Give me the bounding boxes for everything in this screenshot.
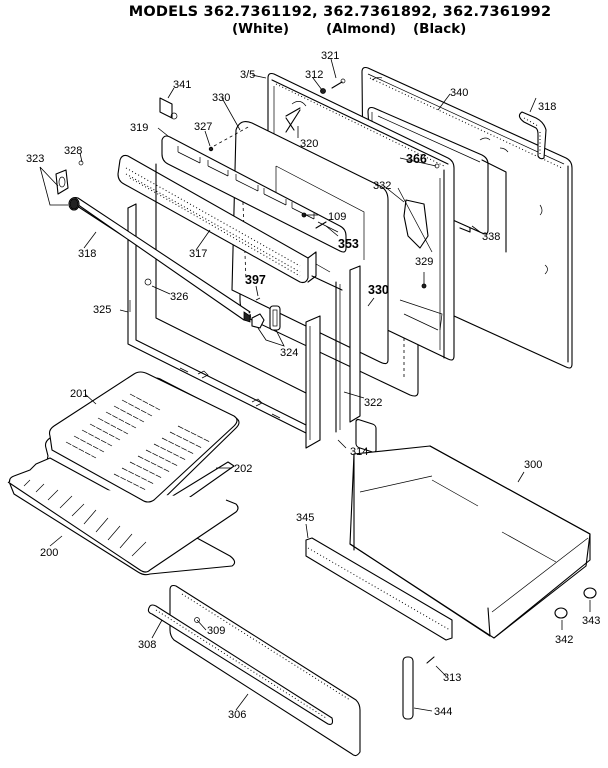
callout-201: 201 [70, 388, 88, 400]
callout-338: 338 [482, 231, 500, 243]
callout-324: 324 [280, 347, 298, 359]
leader-lines [39, 58, 591, 712]
callout-366: 366 [406, 152, 427, 166]
variant-black: (Black) [413, 21, 467, 37]
callout-397: 397 [245, 273, 266, 287]
part-handle-end [518, 111, 547, 160]
part-drawer-handle [147, 604, 334, 725]
part-knob-bracket [144, 278, 281, 331]
callout-312: 312 [305, 69, 323, 81]
callout-300: 300 [524, 459, 542, 471]
callout-327: 327 [194, 121, 212, 133]
callout-319: 319 [130, 122, 148, 134]
callout-313: 313 [443, 672, 461, 684]
callout-330-top: 330 [212, 92, 230, 104]
callout-318-right: 318 [538, 101, 556, 113]
callout-109: 109 [328, 211, 346, 223]
callout-309: 309 [207, 625, 225, 637]
callout-labels: 321 312 3/5 341 330 340 318 319 327 320 … [26, 50, 600, 721]
callout-325: 325 [93, 304, 111, 316]
part-leveling-feet [554, 587, 597, 619]
part-storage-drawer [349, 445, 591, 639]
part-drawer-front-trim [305, 537, 453, 641]
callout-329: 329 [415, 256, 433, 268]
callout-322: 322 [364, 397, 382, 409]
callout-308: 308 [138, 639, 156, 651]
callout-330-mid: 330 [368, 283, 389, 297]
part-drawer-bracket [402, 656, 435, 720]
part-door-back-frame [127, 163, 321, 441]
part-hardware [159, 78, 440, 301]
variant-white: (White) [232, 21, 290, 37]
callout-323: 323 [26, 153, 44, 165]
callout-343: 343 [582, 615, 600, 627]
callout-314: 314 [350, 446, 368, 458]
callout-202: 202 [234, 463, 252, 475]
models-title: MODELS 362.7361192, 362.7361892, 362.736… [128, 4, 552, 20]
variant-almond: (Almond) [326, 21, 397, 37]
callout-345: 345 [296, 512, 314, 524]
part-end-caps [55, 160, 84, 210]
part-side-rails [305, 265, 361, 449]
callout-321: 321 [321, 50, 339, 62]
callout-320: 320 [300, 138, 318, 150]
callout-315: 3/5 [240, 69, 255, 81]
callout-318-left: 318 [78, 248, 96, 260]
callout-317: 317 [189, 248, 207, 260]
part-vent-bar [117, 154, 331, 284]
part-drawer-panel [169, 584, 361, 757]
callout-200: 200 [40, 547, 58, 559]
callout-306: 306 [228, 709, 246, 721]
callout-332: 332 [373, 180, 391, 192]
callout-353: 353 [338, 237, 359, 251]
part-broiler-top [48, 371, 238, 503]
callout-341: 341 [173, 79, 191, 91]
callout-340: 340 [450, 87, 468, 99]
callout-328: 328 [64, 145, 82, 157]
part-broiler-pan [7, 457, 239, 576]
callout-342: 342 [555, 634, 573, 646]
callout-344: 344 [434, 706, 452, 718]
callout-326: 326 [170, 291, 188, 303]
color-variants: (White) (Almond) (Black) [0, 21, 608, 39]
part-inner-door-panel [213, 121, 389, 365]
